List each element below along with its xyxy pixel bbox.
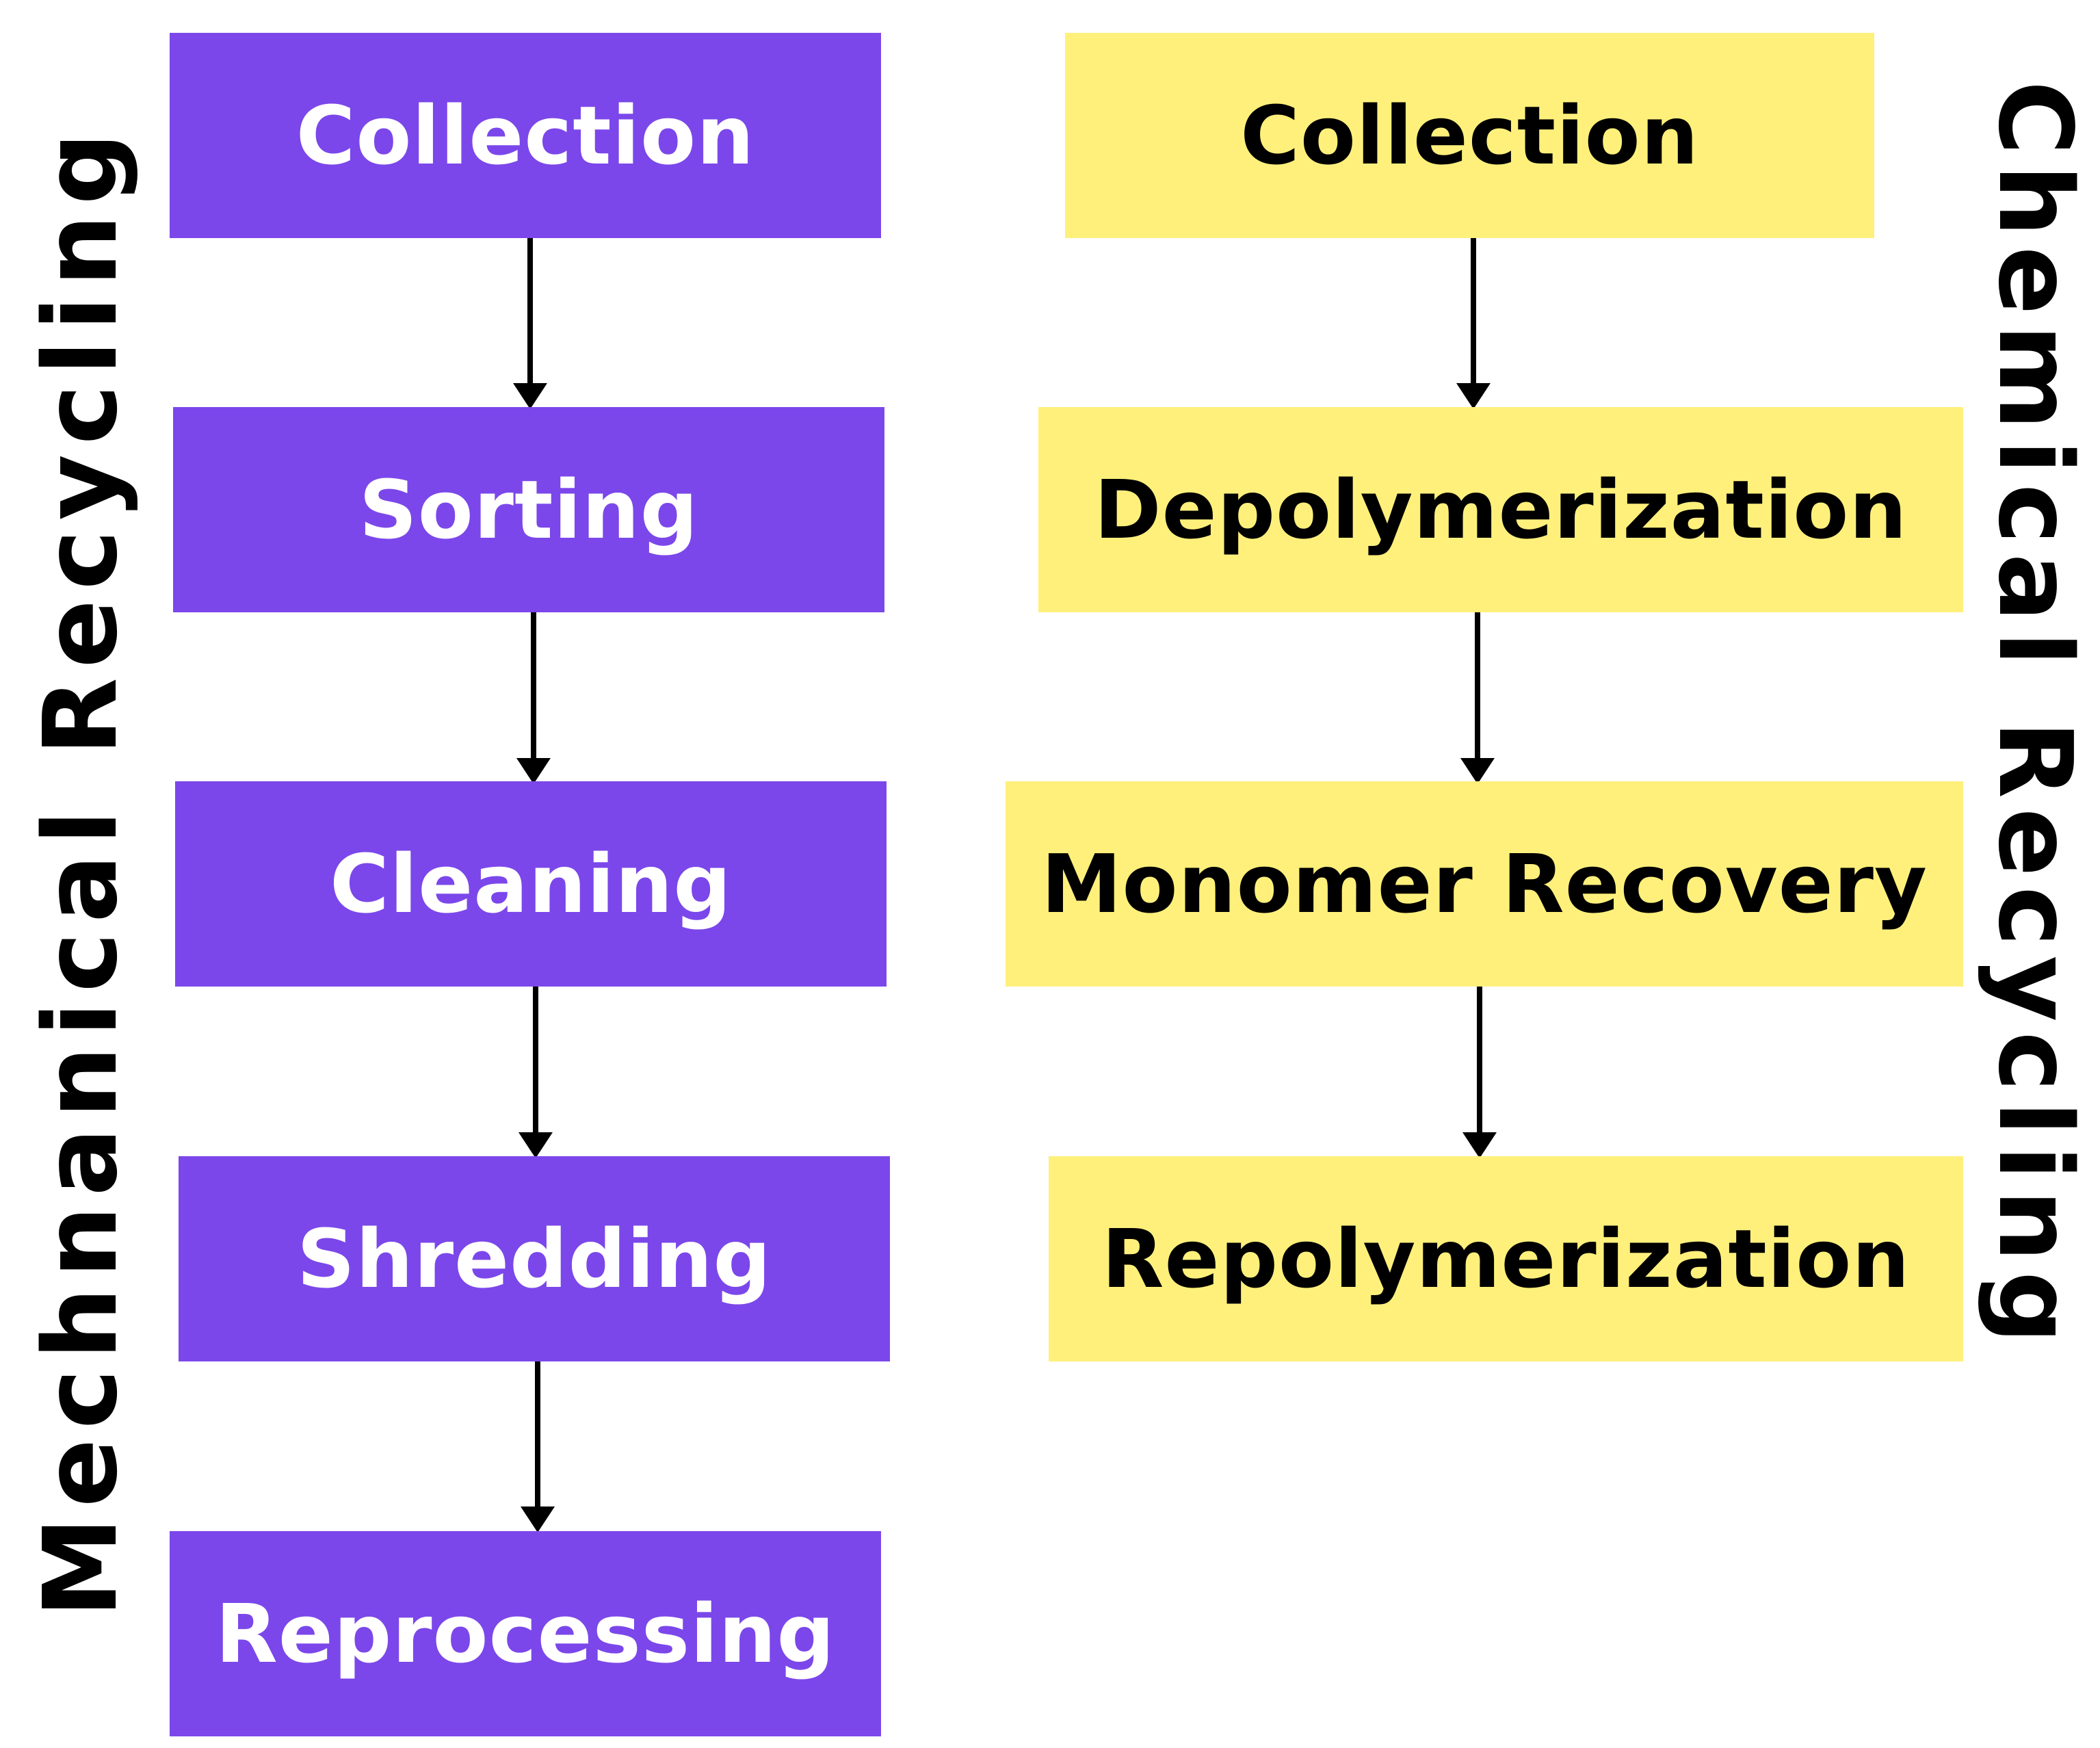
mech-step-collection: Collection <box>170 33 881 238</box>
mech-step-sorting-label: Sorting <box>358 462 699 557</box>
mech-step-sorting: Sorting <box>173 407 884 612</box>
mech-step-cleaning: Cleaning <box>175 781 887 987</box>
arrow-shredding-to-reprocessing <box>521 1361 555 1532</box>
chemical-arrows <box>1456 238 1497 1158</box>
mech-step-reprocessing-label: Reprocessing <box>215 1587 835 1681</box>
chem-step-monomer-recovery-label: Monomer Recovery <box>1041 837 1928 931</box>
mech-step-collection-label: Collection <box>296 88 755 183</box>
mech-step-shredding: Shredding <box>179 1156 890 1361</box>
arrow-cleaning-to-shredding <box>519 987 553 1158</box>
arrow-collection-to-sorting <box>513 238 547 409</box>
chem-step-collection: Collection <box>1065 33 1874 238</box>
chem-step-monomer-recovery: Monomer Recovery <box>1006 781 1963 987</box>
arrow-collection-to-depolymerization <box>1456 238 1491 409</box>
chem-step-depolymerization-label: Depolymerization <box>1094 462 1908 557</box>
mech-step-shredding-label: Shredding <box>296 1212 772 1306</box>
chem-step-repolymerization-label: Repolymerization <box>1101 1212 1911 1306</box>
chem-step-depolymerization: Depolymerization <box>1038 407 1963 612</box>
arrow-depolymerization-to-monomer-recovery <box>1460 612 1495 784</box>
arrow-sorting-to-cleaning <box>516 612 551 784</box>
chemical-recycling-title: Chemical Recycling <box>1976 80 2094 1354</box>
mech-step-reprocessing: Reprocessing <box>170 1531 881 1736</box>
chem-step-collection-label: Collection <box>1240 88 1699 183</box>
chem-step-repolymerization: Repolymerization <box>1049 1156 1963 1361</box>
mechanical-recycling-title: Mechnanical Recycling <box>22 122 140 1618</box>
arrow-monomer-recovery-to-repolymerization <box>1462 987 1497 1158</box>
mech-step-cleaning-label: Cleaning <box>330 837 732 931</box>
